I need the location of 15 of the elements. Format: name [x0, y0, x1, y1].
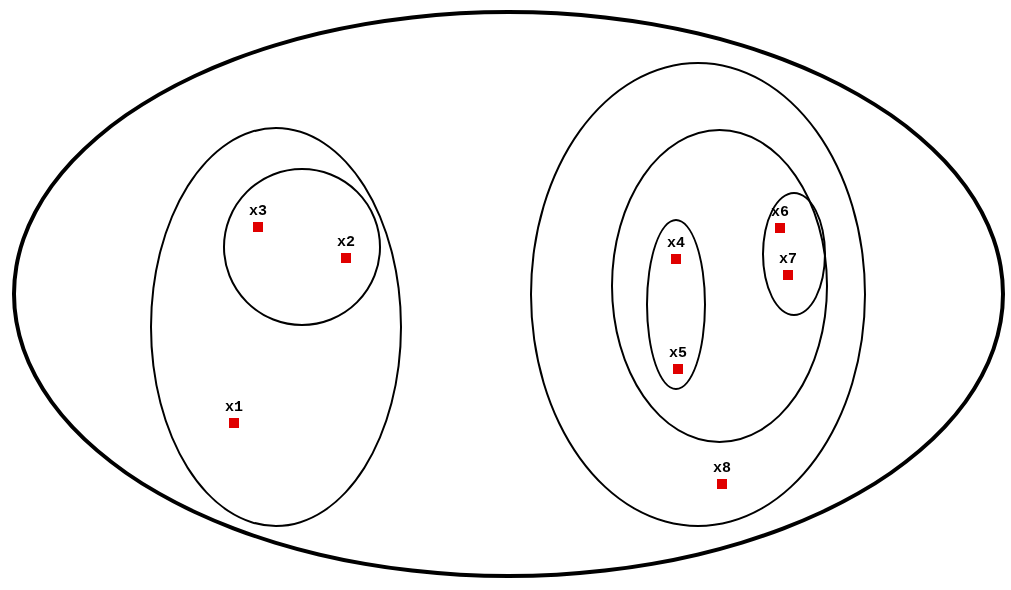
point-label: x2 — [336, 235, 356, 250]
set-ellipse — [150, 127, 402, 527]
set-ellipse — [762, 192, 826, 316]
set-ellipse — [646, 219, 706, 390]
point-label: x4 — [666, 236, 686, 251]
set-ellipse — [530, 62, 866, 527]
set-ellipse — [12, 10, 1005, 578]
set-ellipse — [611, 129, 828, 443]
point-label: x3 — [248, 204, 268, 219]
point-label: x8 — [712, 461, 732, 476]
point-label: x1 — [224, 400, 244, 415]
point-label: x5 — [668, 346, 688, 361]
set-circle — [223, 168, 381, 326]
point-label: x6 — [770, 205, 790, 220]
point-label: x7 — [778, 252, 798, 267]
